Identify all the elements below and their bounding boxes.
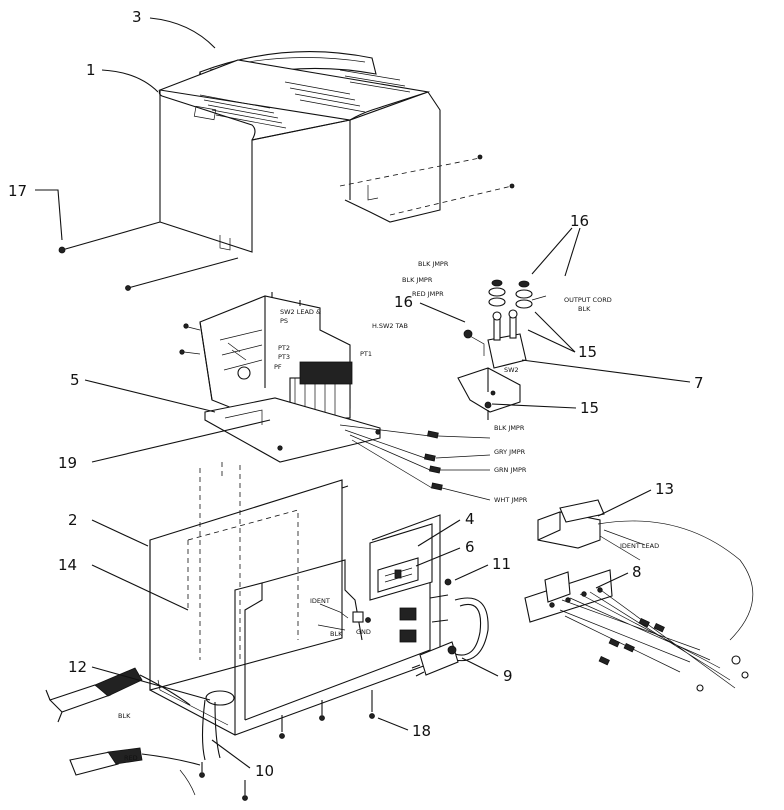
label-h-sw2-tab: H.SW2 TAB [372, 322, 408, 330]
label-gry-jmpr: GRY JMPR [494, 448, 526, 456]
callout-18: 18 [412, 722, 431, 740]
label-gnd: GND [356, 628, 371, 636]
power-cord [411, 578, 489, 677]
callout-4: 4 [465, 510, 475, 528]
callout-10: 10 [255, 762, 274, 780]
callout-16a: 16 [570, 212, 589, 230]
screw-lines [58, 154, 515, 291]
callout-3: 3 [132, 8, 142, 26]
callout-19: 19 [58, 454, 77, 472]
callout-8: 8 [632, 563, 642, 581]
callout-17: 17 [8, 182, 27, 200]
callout-1: 1 [86, 61, 96, 79]
circuit-board-part [524, 569, 749, 692]
label-pt2: PT2 [278, 344, 290, 352]
battery-clamps [45, 667, 201, 796]
label-blk-jmpr-2: BLK JMPR [402, 276, 433, 284]
callout-11: 11 [492, 555, 511, 573]
callout-5: 5 [70, 371, 80, 389]
label-sw2-lead: SW2 LEAD & [280, 308, 321, 316]
switch-assembly [457, 279, 547, 420]
wire-labels: BLK JMPR BLK JMPR RED JMPR OUTPUT CORD B… [118, 260, 659, 762]
label-grn-jmpr: GRN JMPR [494, 466, 527, 474]
label-blk: BLK [330, 630, 343, 638]
cabinet-part [149, 462, 441, 801]
label-blk-jmpr-1: BLK JMPR [418, 260, 449, 268]
label-clamp-red: RED [124, 754, 138, 762]
label-pf: PF [274, 363, 282, 371]
callout-numbers: 3 1 17 16 16 15 7 15 5 19 2 14 4 6 11 13… [8, 8, 704, 780]
label-pt3: PT3 [278, 353, 290, 361]
callout-9: 9 [503, 667, 513, 685]
label-ident: IDENT [310, 597, 330, 605]
callout-15a: 15 [578, 343, 597, 361]
label-wht-jmpr: WHT JMPR [494, 496, 528, 504]
label-sw2: SW2 [504, 366, 519, 374]
label-clamp-blk: BLK [118, 712, 131, 720]
callout-16b: 16 [394, 293, 413, 311]
cover-part [157, 59, 441, 253]
label-ps: PS [280, 317, 288, 325]
leader-lines [35, 17, 691, 769]
rectifier-part [537, 499, 754, 641]
label-pt1: PT1 [360, 350, 372, 358]
label-output-cord: OUTPUT CORD [564, 296, 612, 304]
label-red-jmpr: RED JMPR [412, 290, 444, 298]
label-ident-lead: IDENT LEAD [620, 542, 659, 550]
callout-13: 13 [655, 480, 674, 498]
callout-7: 7 [694, 374, 704, 392]
callout-6: 6 [465, 538, 475, 556]
callout-15b: 15 [580, 399, 599, 417]
label-blk-jmpr-3: BLK JMPR [494, 424, 525, 432]
transformer-assembly [179, 292, 491, 501]
label-output-cord-blk: BLK [578, 305, 591, 313]
callout-2: 2 [68, 511, 78, 529]
callout-12: 12 [68, 658, 87, 676]
callout-14: 14 [58, 556, 77, 574]
